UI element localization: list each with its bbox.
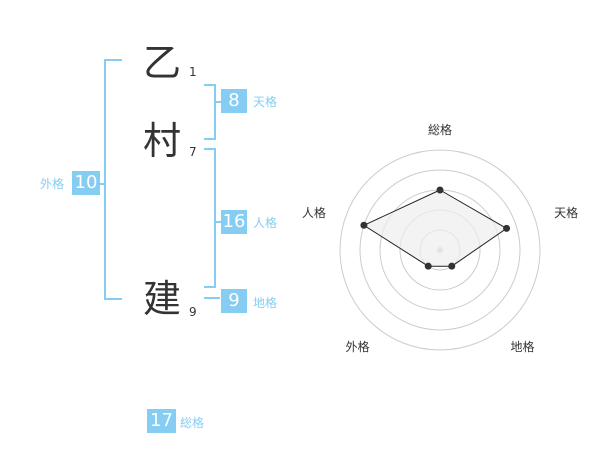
- radar-axis-label-4: 外格: [345, 339, 369, 354]
- stroke-count-1: 1: [189, 65, 197, 79]
- tenkaku-connector: [214, 101, 222, 103]
- radar-point-4: [424, 262, 432, 270]
- chikaku-label: 地格: [253, 296, 278, 310]
- gaikaku-connector: [96, 183, 106, 185]
- radar-ring: [359, 169, 521, 331]
- radar-series: [360, 186, 511, 270]
- name-char-1: 乙: [142, 41, 181, 85]
- radar-point-3: [448, 262, 456, 270]
- jinkaku-label: 人格: [253, 216, 278, 230]
- tenkaku-label: 天格: [253, 95, 278, 109]
- soukaku-value: 17: [147, 409, 176, 433]
- name-char-2: 村: [142, 119, 181, 163]
- jinkaku-connector: [214, 221, 222, 223]
- stroke-count-3: 9: [189, 305, 197, 319]
- radar-point-1: [436, 186, 444, 194]
- jinkaku-value: 16: [221, 210, 247, 234]
- radar-area: [362, 189, 508, 267]
- gaikaku-label: 外格: [40, 177, 65, 191]
- tenkaku-value: 8: [221, 89, 247, 113]
- name-char-3: 建: [142, 277, 181, 321]
- radar-point-5: [360, 221, 368, 229]
- chikaku-value: 9: [221, 289, 247, 313]
- radar-axis-label-5: 人格: [302, 205, 326, 220]
- gaikaku-value: 10: [72, 171, 100, 195]
- gaikaku-bracket: [104, 59, 122, 300]
- tenkaku-bracket: [204, 84, 216, 140]
- soukaku-label: 総格: [180, 416, 205, 430]
- stroke-count-2: 7: [189, 145, 197, 159]
- radar-axis-label-3: 地格: [511, 339, 535, 354]
- radar-ring: [339, 149, 541, 351]
- radar-point-2: [503, 224, 511, 232]
- chikaku-connector: [204, 297, 220, 299]
- radar-axis-label-1: 総格: [428, 122, 452, 137]
- radar-axis-label-2: 天格: [554, 205, 578, 220]
- jinkaku-bracket: [204, 148, 216, 288]
